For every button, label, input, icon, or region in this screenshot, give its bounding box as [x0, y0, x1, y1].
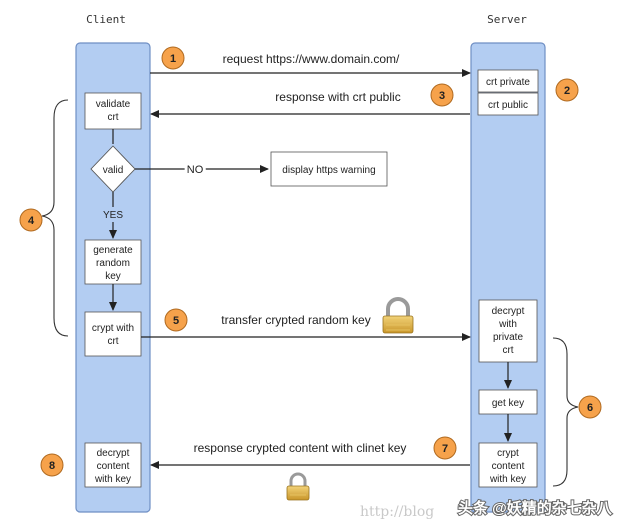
decrypt-content-box: [84, 442, 142, 488]
decrypt-private-line-2: with: [498, 319, 517, 330]
get-key-box: [478, 389, 538, 415]
decrypt-content-line-2: content: [97, 461, 130, 472]
client-lane-title: Client: [86, 13, 126, 26]
step-5-badge: 5: [164, 308, 188, 332]
client-steps-brace: [41, 99, 69, 337]
https-warning-box: [270, 151, 388, 187]
no-label-bg: NO: [187, 164, 204, 176]
lock-icon: [382, 297, 414, 334]
get-key-label: get key: [492, 398, 524, 409]
decrypt-private-line-4: crt: [502, 345, 513, 356]
step-1-number: 1: [170, 53, 176, 65]
crt-private-box: [477, 69, 539, 93]
server-lane-title: Server: [487, 13, 527, 26]
step-2-badge: 2: [555, 78, 579, 102]
step-3-number: 3: [439, 90, 445, 102]
crypt-crt-line-2: crt: [107, 336, 118, 347]
generate-line-2: random: [96, 258, 130, 269]
step-2-number: 2: [564, 85, 570, 97]
crypt-with-crt-box: [84, 311, 142, 357]
valid-label: valid: [103, 165, 124, 176]
source-watermark: 头条 @妖精的杂七杂八: [458, 499, 613, 517]
decrypt-private-box: [478, 299, 538, 363]
decrypt-content-line-1: decrypt: [97, 448, 130, 459]
decrypt-private-line-3: private: [493, 332, 523, 343]
request-label: request https://www.domain.com/: [223, 52, 400, 66]
crypt-content-line-1: crypt: [497, 448, 519, 459]
response-content-label: response crypted content with clinet key: [194, 441, 407, 455]
crt-public-box: [477, 92, 539, 116]
crypt-content-line-2: content: [492, 461, 525, 472]
server-steps-brace: [552, 337, 579, 487]
step-4-number: 4: [28, 215, 35, 227]
step-7-badge: 7: [433, 436, 457, 460]
response-crt-label: response with crt public: [275, 90, 400, 104]
step-7-number: 7: [442, 443, 448, 455]
step-6-number: 6: [587, 402, 593, 414]
crt-private-label: crt private: [486, 77, 530, 88]
yes-label: YES: [103, 210, 123, 221]
blog-url-watermark: http://blog: [360, 504, 434, 520]
transfer-label: transfer crypted random key: [221, 313, 370, 327]
step-8-badge: 8: [40, 453, 64, 477]
validate-crt-box: [84, 92, 142, 130]
https-warning-label: display https warning: [282, 165, 375, 176]
decrypt-private-line-1: decrypt: [492, 306, 525, 317]
step-3-badge: 3: [430, 83, 454, 107]
generate-key-box: [84, 239, 142, 285]
small-lock-icon: [286, 472, 310, 501]
no-label: NO: [187, 164, 204, 176]
generate-line-1: generate: [93, 245, 133, 256]
decrypt-content-line-3: with key: [94, 474, 131, 485]
step-4-badge: 4: [19, 208, 43, 232]
generate-line-3: key: [105, 271, 121, 282]
step-6-badge: 6: [578, 395, 602, 419]
crt-public-label: crt public: [488, 100, 528, 111]
step-1-badge: 1: [161, 46, 185, 70]
validate-line-1: validate: [96, 99, 131, 110]
crypt-crt-line-1: crypt with: [92, 323, 134, 334]
crypt-content-box: [478, 442, 538, 488]
step-8-number: 8: [49, 460, 55, 472]
crypt-content-line-3: with key: [489, 474, 526, 485]
validate-line-2: crt: [107, 112, 118, 123]
step-5-number: 5: [173, 315, 179, 327]
